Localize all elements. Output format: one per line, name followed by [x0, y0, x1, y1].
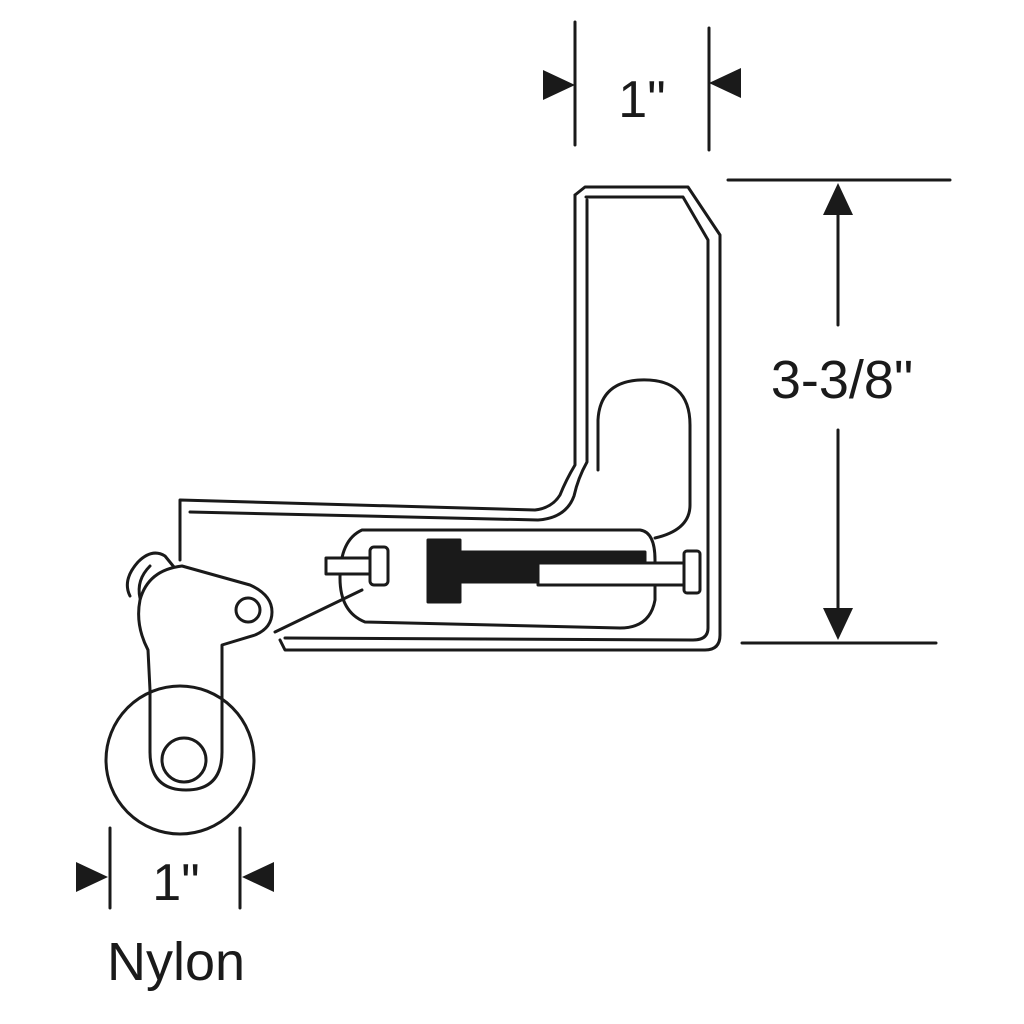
wheel-width-arrow-left [76, 862, 108, 892]
linkage-line [273, 588, 364, 634]
housing-rib [596, 378, 692, 540]
top-width-label: 1" [618, 71, 665, 129]
height-dimension [726, 178, 952, 645]
height-arrow-up [823, 183, 853, 215]
wheel-fork-bottom [148, 750, 224, 792]
height-label: 3-3/8" [771, 350, 913, 410]
bracket-outer-outline [278, 185, 722, 652]
adjustment-screw-rod [536, 561, 690, 587]
wheel-assembly [104, 551, 274, 836]
adjustment-cylinder [273, 528, 702, 634]
wheel-width-dimension [76, 826, 274, 910]
bracket-inner-outline [283, 195, 710, 642]
bracket-left-wall-inner [188, 198, 589, 522]
adjustment-screw-head [682, 549, 702, 595]
left-bolt-head [368, 545, 390, 587]
top-width-arrow-left [543, 70, 575, 100]
wheel-axle [160, 736, 208, 784]
pivot-tab-inner [137, 564, 152, 600]
pivot-pin [234, 596, 262, 624]
left-bolt-shank [324, 556, 372, 576]
wheel-material-label: Nylon [107, 932, 245, 992]
top-width-dimension [543, 20, 741, 152]
bracket-housing [178, 185, 722, 652]
pivot-tab [125, 551, 180, 598]
bracket-left-wall [178, 193, 577, 562]
wheel-width-label: 1" [152, 854, 199, 912]
top-width-arrow-right [709, 68, 741, 98]
plunger-block [426, 538, 462, 604]
wheel-fork [148, 688, 224, 754]
wheel-width-arrow-right [242, 862, 274, 892]
height-arrow-down [823, 608, 853, 640]
